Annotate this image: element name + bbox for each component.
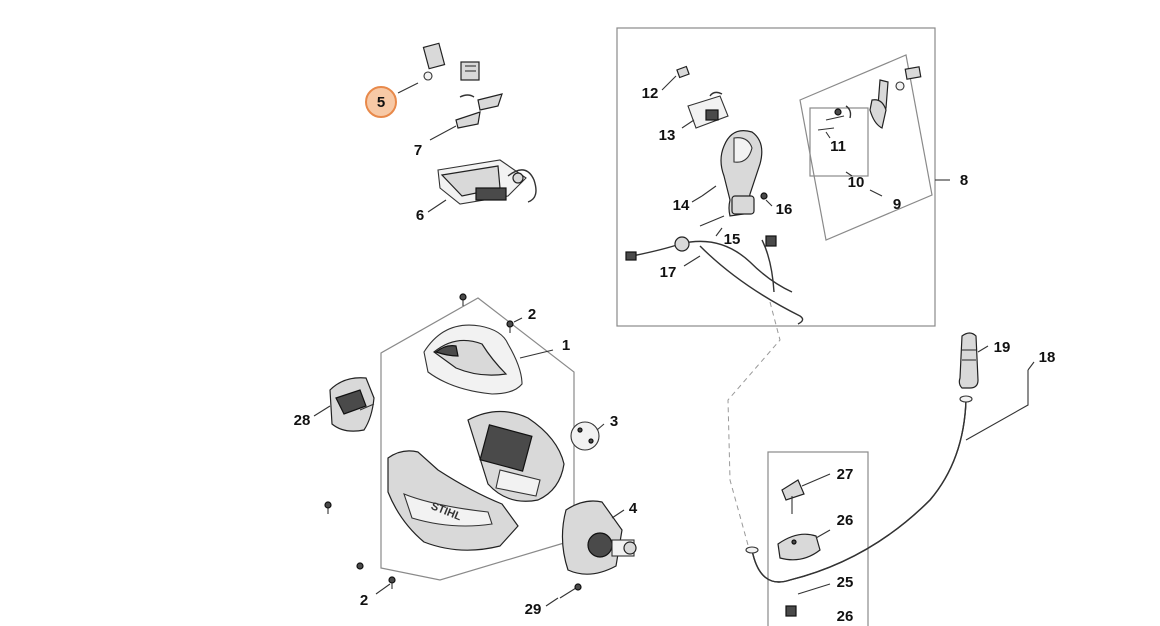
label-26-top[interactable]: 26 (837, 512, 854, 529)
tube-parts-box (767, 451, 869, 626)
highlight-circle-5[interactable] (365, 86, 397, 118)
part-27-wing-screw (781, 479, 805, 514)
part-26-clamp (777, 533, 821, 561)
handle18-bracket (965, 370, 1029, 441)
part-25-spring (785, 605, 797, 617)
part-17-cable (625, 235, 804, 325)
part-14-screw (701, 185, 717, 197)
label-16[interactable]: 16 (776, 201, 793, 218)
label-13[interactable]: 13 (659, 127, 676, 144)
part-lever-set (817, 66, 922, 131)
label-19[interactable]: 19 (994, 339, 1011, 356)
part-13-switch (687, 91, 729, 129)
label-26-bottom[interactable]: 26 (837, 608, 854, 625)
label-2-top[interactable]: 2 (528, 306, 536, 323)
label-25[interactable]: 25 (837, 574, 854, 591)
label-10[interactable]: 10 (848, 174, 865, 191)
part-15-screw (699, 215, 725, 227)
part-19-grip (958, 332, 979, 389)
lever-inner-box (809, 107, 869, 177)
label-1[interactable]: 1 (562, 337, 570, 354)
label-18[interactable]: 18 (1039, 349, 1056, 366)
label-28[interactable]: 28 (294, 412, 311, 429)
label-3[interactable]: 3 (610, 413, 618, 430)
label-11[interactable]: 11 (830, 138, 846, 155)
part-2-screws (324, 293, 514, 589)
label-6[interactable]: 6 (416, 207, 424, 224)
wire-route-dash (727, 301, 781, 546)
part-16-pin (760, 192, 768, 200)
part-28-cover-cap (329, 377, 375, 432)
label-27[interactable]: 27 (837, 466, 854, 483)
housing-lower: STIHL (387, 410, 565, 551)
label-5[interactable]: 5 (377, 94, 385, 111)
label-17[interactable]: 17 (660, 264, 677, 281)
label-14[interactable]: 14 (673, 197, 690, 214)
label-29[interactable]: 29 (525, 601, 542, 618)
label-9[interactable]: 9 (893, 196, 901, 213)
lever-subgroup-box (799, 54, 933, 241)
part-4-motor-housing (561, 500, 637, 575)
label-8[interactable]: 8 (960, 172, 968, 189)
part-3-gasket (570, 421, 600, 451)
label-12[interactable]: 12 (642, 85, 659, 102)
part-29-screw (559, 583, 582, 599)
part-5-switch-clips (422, 42, 503, 129)
label-15[interactable]: 15 (724, 231, 741, 248)
part-18-handle-bar (745, 395, 973, 583)
part-6-battery-holder (437, 159, 537, 205)
label-7[interactable]: 7 (414, 142, 422, 159)
part-control-handle (720, 130, 763, 217)
label-4[interactable]: 4 (629, 500, 638, 517)
part-12-nut (676, 65, 690, 79)
handle-group-box (616, 27, 936, 327)
part-1-upper-shell (423, 324, 523, 395)
label-2-bottom[interactable]: 2 (360, 592, 368, 609)
